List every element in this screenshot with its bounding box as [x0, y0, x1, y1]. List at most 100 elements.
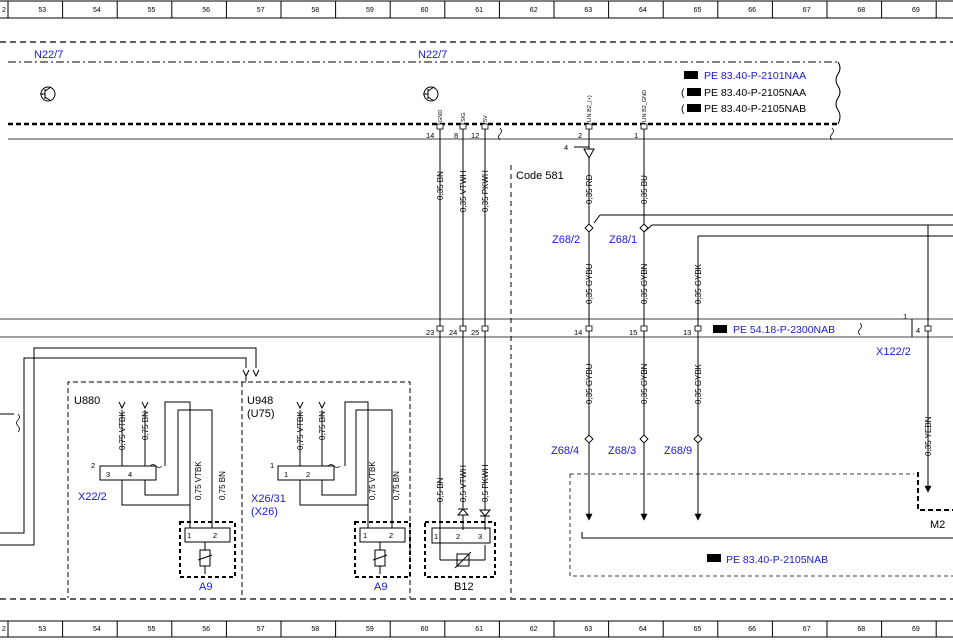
- pin-tag: LIN B2_GND: [642, 90, 648, 122]
- ruler-label: 69: [912, 626, 920, 633]
- ruler-label: 66: [748, 626, 756, 633]
- ruler-label: 65: [694, 626, 702, 633]
- pin-number: 1: [187, 531, 191, 540]
- ruler-label: 56: [202, 7, 210, 14]
- ruler-label: 62: [530, 7, 538, 14]
- component-label: (U75): [247, 408, 275, 420]
- pin-number: 4: [916, 326, 920, 335]
- wire-label: 0,5 PKWH: [481, 464, 490, 502]
- n22-right-label: N22/7: [418, 49, 447, 61]
- ruler-label: 59: [366, 7, 374, 14]
- ruler-label: 61: [475, 7, 483, 14]
- wire-label: 0,35 BN: [436, 171, 445, 200]
- pin-number: 15: [629, 328, 637, 337]
- splice-label[interactable]: Z68/4: [551, 445, 579, 457]
- component-label[interactable]: A9: [199, 581, 212, 593]
- pin-tag: SIG: [461, 113, 467, 122]
- ruler-label: 64: [639, 626, 647, 633]
- pin-number: 1: [363, 531, 367, 540]
- pin-number: 1: [434, 532, 438, 541]
- connector-label[interactable]: X122/2: [876, 346, 911, 358]
- ruler-label: 69: [912, 7, 920, 14]
- ruler-label: 60: [421, 626, 429, 633]
- transistor-icon: [423, 86, 439, 102]
- ruler-label: 58: [311, 626, 319, 633]
- splice-label[interactable]: Z68/3: [608, 445, 636, 457]
- code-label: Code 581: [516, 170, 564, 182]
- ruler-label: 67: [803, 7, 811, 14]
- ref-arrow-icon: [684, 71, 698, 79]
- wire-label: 0,35 PKWH: [481, 170, 490, 212]
- ruler-label: 55: [148, 7, 156, 14]
- pin-number: 4: [564, 143, 568, 152]
- wire-label: 0,35 GYBK: [694, 363, 703, 404]
- component-label[interactable]: M2: [930, 519, 945, 531]
- pin-number: 2: [389, 531, 393, 540]
- wire-label: 0,35 VTWH: [459, 170, 468, 212]
- transistor-icon: [40, 86, 56, 102]
- pin-number: 1: [903, 312, 907, 321]
- ruler-label: 57: [257, 626, 265, 633]
- ruler-label: 63: [584, 7, 592, 14]
- component-label[interactable]: B12: [454, 581, 474, 593]
- pin-tag: 5V: [483, 115, 489, 122]
- reference-paren: (: [681, 103, 685, 115]
- pin-tag: GND: [438, 110, 444, 122]
- connector-label[interactable]: X26/31: [251, 493, 286, 505]
- wire-label: 0,5 VTWH: [459, 465, 468, 502]
- ruler-label: 67: [803, 626, 811, 633]
- pin-number: 2: [456, 532, 460, 541]
- component-label[interactable]: U880: [74, 395, 100, 407]
- pin-tag: LIN B2_(+): [587, 95, 593, 122]
- splice-label[interactable]: Z68/9: [664, 445, 692, 457]
- top-ruler: [0, 0, 953, 19]
- bottom-ruler: [0, 620, 953, 638]
- pin-number: 4: [128, 470, 132, 479]
- ruler-label: 61: [475, 626, 483, 633]
- pin-number: 13: [683, 328, 691, 337]
- ruler-label: 66: [748, 7, 756, 14]
- component-label[interactable]: A9: [374, 581, 387, 593]
- ruler-label: 55: [148, 626, 156, 633]
- wire-label: 0,75 BN: [392, 471, 401, 500]
- reference-link[interactable]: PE 54.18-P-2300NAB: [733, 324, 835, 336]
- pin-number: 23: [426, 328, 434, 337]
- ruler-label: 53: [38, 626, 46, 633]
- pin-number: 14: [574, 328, 582, 337]
- wire-label: 0,75 VTBK: [368, 461, 377, 500]
- wire-label: 0,35 GYBN: [640, 263, 649, 304]
- wire-label: 0,35 BU: [640, 175, 649, 204]
- ruler-label: 56: [202, 626, 210, 633]
- ruler-label: 62: [530, 626, 538, 633]
- wire-label: 0,5 BN: [436, 477, 445, 502]
- pin-markers: [436, 123, 489, 332]
- splice-label[interactable]: Z68/1: [609, 234, 637, 246]
- ref-arrow-icon: [687, 104, 701, 112]
- pin-number: 1: [284, 470, 288, 479]
- ruler-label: 57: [257, 7, 265, 14]
- ref-arrow-icon: [707, 554, 721, 562]
- ruler-label: 54: [93, 7, 101, 14]
- ruler-label: 53: [38, 7, 46, 14]
- connector-label[interactable]: X22/2: [78, 491, 107, 503]
- ruler-label: 64: [639, 7, 647, 14]
- reference-link[interactable]: PE 83.40-P-2101NAA: [704, 70, 806, 82]
- pin-number: 2: [306, 470, 310, 479]
- component-label[interactable]: U948: [247, 395, 273, 407]
- pin-number: 12: [471, 131, 479, 140]
- ref-arrow-icon: [687, 88, 701, 96]
- reference-link[interactable]: PE 83.40-P-2105NAB: [726, 554, 828, 566]
- wire-label: 0,75 VTBK: [194, 461, 203, 500]
- wire-label: 0,75 BN: [318, 411, 327, 440]
- reference-text: PE 83.40-P-2105NAA: [704, 87, 806, 99]
- ruler-label: 2: [2, 7, 6, 14]
- splice-label[interactable]: Z68/2: [552, 234, 580, 246]
- pin-number: 1: [634, 131, 638, 140]
- ruler-label: 60: [421, 7, 429, 14]
- reference-text: PE 83.40-P-2105NAB: [704, 103, 806, 115]
- ruler-label: 63: [584, 626, 592, 633]
- pin-number: 3: [106, 470, 110, 479]
- ruler-label: 2: [2, 626, 6, 633]
- ruler-label: 54: [93, 626, 101, 633]
- ruler-label: 65: [694, 7, 702, 14]
